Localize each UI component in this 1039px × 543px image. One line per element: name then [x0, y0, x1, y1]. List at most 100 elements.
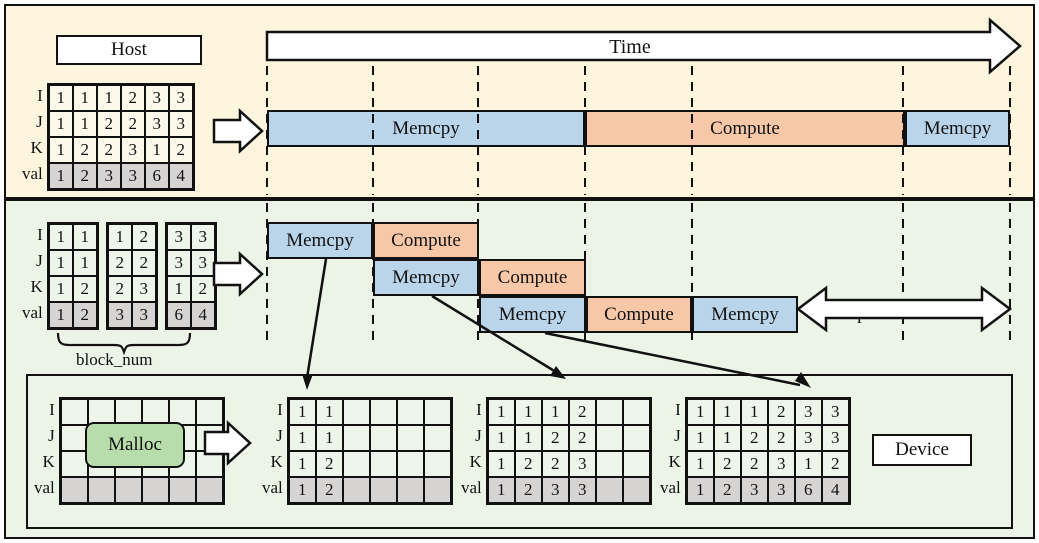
blocked-table-row-label-K: K	[30, 277, 43, 296]
table-cell: 4	[821, 477, 849, 503]
table-cell: 2	[315, 451, 343, 477]
table-cell: 1	[288, 399, 316, 425]
table-cell: 1	[740, 399, 768, 425]
host-table-row-label-val: val	[22, 164, 43, 183]
table-cell: 1	[107, 224, 132, 250]
table-cell: 2	[120, 111, 145, 137]
malloc-region: Malloc	[85, 422, 185, 468]
table-cell: 3	[144, 85, 169, 111]
table-cell	[114, 399, 142, 425]
device-table-3-row-label-val: val	[660, 478, 681, 497]
table-cell: 3	[144, 111, 169, 137]
pipeline-row3-memcpy-2-label: Memcpy	[711, 303, 779, 325]
device-title-box: Device	[872, 434, 972, 466]
pipeline-row1-compute: Compute	[373, 222, 479, 259]
table-cell	[622, 425, 650, 451]
table-cell: 3	[166, 224, 191, 250]
table-cell: 1	[288, 425, 316, 451]
pipeline-row2-memcpy-label: Memcpy	[392, 266, 460, 288]
table-cell: 1	[48, 137, 73, 163]
table-cell: 3	[168, 111, 193, 137]
table-cell	[195, 477, 223, 503]
table-cell: 2	[568, 425, 596, 451]
table-cell: 2	[131, 224, 156, 250]
malloc-table-row-label-J: J	[48, 426, 55, 445]
device-table-3-row-label-J: J	[674, 426, 681, 445]
table-cell: 2	[541, 425, 569, 451]
table-cell: 1	[713, 425, 741, 451]
table-cell	[114, 477, 142, 503]
table-cell	[87, 477, 115, 503]
table-cell: 2	[72, 163, 97, 189]
table-cell: 3	[794, 425, 822, 451]
table-cell: 1	[794, 451, 822, 477]
table-cell	[60, 425, 88, 451]
table-cell: 3	[131, 302, 156, 328]
table-cell: 2	[96, 111, 121, 137]
serial-bar-memcpy-2-label: Memcpy	[923, 117, 992, 139]
malloc-table-row-label-K: K	[42, 452, 55, 471]
table-row	[60, 477, 223, 503]
table-cell	[595, 425, 623, 451]
serial-bar-memcpy-2: Memcpy	[905, 110, 1010, 147]
table-cell	[342, 399, 370, 425]
device-table-3-row-label-K: K	[668, 452, 681, 471]
table-cell: 6	[794, 477, 822, 503]
table-cell: 2	[541, 451, 569, 477]
table-cell: 1	[514, 425, 542, 451]
table-cell: 1	[48, 224, 73, 250]
table-cell	[342, 477, 370, 503]
table-cell: 4	[190, 302, 215, 328]
host-title-box: Host	[56, 35, 202, 65]
device-table-2-row-label-val: val	[461, 478, 482, 497]
host-table-row-label-J: J	[36, 112, 43, 131]
table-cell: 6	[144, 163, 169, 189]
device-table-1-row-label-K: K	[270, 452, 283, 471]
table-cell	[423, 425, 451, 451]
table-cell: 1	[686, 477, 714, 503]
host-table-row-label-K: K	[30, 138, 43, 157]
table-cell: 4	[168, 163, 193, 189]
table-cell: 3	[541, 477, 569, 503]
table-cell: 3	[107, 302, 132, 328]
pipeline-row1-memcpy-label: Memcpy	[286, 229, 354, 251]
table-cell	[342, 451, 370, 477]
malloc-table-row-label-val: val	[34, 478, 55, 497]
table-cell: 2	[72, 276, 97, 302]
table-cell: 3	[168, 85, 193, 111]
table-cell: 2	[568, 399, 596, 425]
table-cell: 2	[740, 451, 768, 477]
table-cell	[369, 477, 397, 503]
device-table-2-row-label-I: I	[476, 400, 482, 419]
table-cell	[141, 399, 169, 425]
table-cell	[622, 399, 650, 425]
device-title-text: Device	[895, 439, 949, 460]
table-cell: 2	[514, 477, 542, 503]
device-table-1-row-label-I: I	[277, 400, 283, 419]
table-cell: 2	[131, 250, 156, 276]
table-cell	[342, 425, 370, 451]
